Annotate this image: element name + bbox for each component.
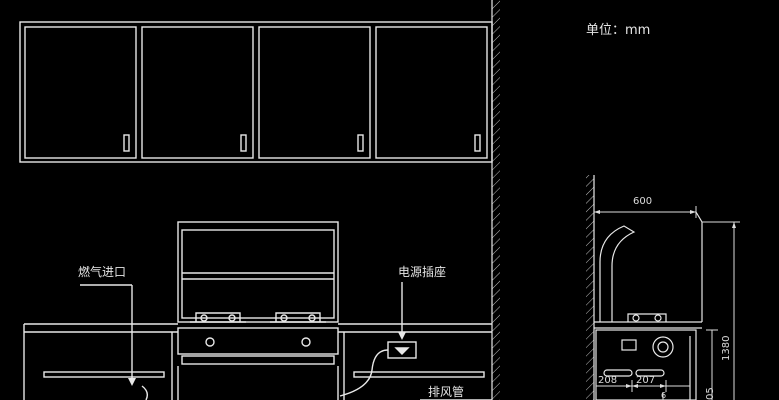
unit-label: 单位：mm (586, 23, 651, 38)
cabinet-handle-2 (240, 134, 247, 152)
dim-width-208: 208 (598, 375, 618, 386)
cabinet-handle-1 (123, 134, 130, 152)
dim-width-207: 207 (636, 375, 656, 386)
wall-cabinets (19, 21, 493, 163)
gas-inlet-leader (80, 284, 149, 400)
dim-height-1380: 1380 (721, 335, 732, 361)
exhaust-pipe-label: 排风管 (428, 385, 465, 399)
gas-inlet-label: 燃气进口 (78, 265, 127, 279)
cabinet-door-1 (24, 26, 137, 159)
cabinet-door-3 (258, 26, 371, 159)
side-dimensions (593, 206, 740, 400)
cabinet-handle-4 (474, 134, 481, 152)
cabinet-door-2 (141, 26, 254, 159)
power-socket-label: 电源插座 (398, 265, 447, 279)
dim-small-6: 6 (661, 391, 667, 400)
side-section (586, 175, 703, 400)
side-wall (491, 0, 500, 400)
section-socket (621, 339, 637, 351)
cabinet-door-4 (375, 26, 488, 159)
dim-bottom-partial: 05 (705, 387, 716, 400)
base-cabinets (23, 323, 492, 400)
dim-depth-600: 600 (633, 196, 653, 207)
cabinet-handle-3 (357, 134, 364, 152)
power-socket-leader (339, 282, 417, 397)
integrated-stove (177, 221, 339, 400)
